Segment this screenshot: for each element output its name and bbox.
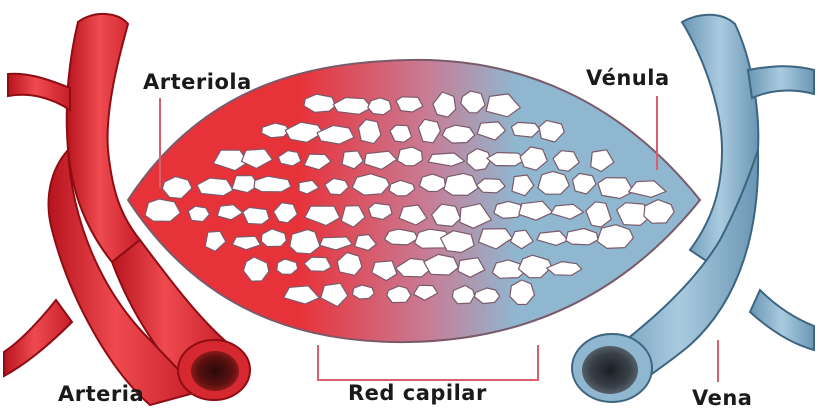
- capillary-gap: [419, 174, 445, 191]
- label-arteriola: Arteriola: [143, 70, 252, 94]
- capillary-gap: [359, 120, 381, 144]
- capillary-gap: [243, 207, 270, 224]
- artery-lower-branch: [4, 300, 72, 376]
- label-vena: Vena: [692, 386, 752, 410]
- capillary-gap: [538, 171, 569, 194]
- capillary-gap: [444, 173, 478, 195]
- vein-upper-branch: [748, 66, 814, 98]
- capillary-gap: [397, 147, 422, 166]
- capillary-gap: [290, 230, 320, 254]
- artery-upper-branch: [8, 74, 70, 110]
- capillary-gap: [368, 98, 392, 115]
- red-capilar-bracket: [318, 345, 538, 380]
- capillary-gap: [145, 199, 180, 221]
- capillary-gap: [352, 285, 374, 299]
- vein-lower-branch: [750, 290, 814, 350]
- label-red-capilar: Red capilar: [348, 381, 487, 405]
- capillary-gap: [494, 201, 523, 218]
- label-venula: Vénula: [586, 66, 670, 90]
- artery-lumen: [191, 351, 239, 391]
- label-arteria: Arteria: [58, 382, 144, 406]
- vein-lumen: [582, 346, 638, 394]
- capillary-network: [128, 60, 700, 342]
